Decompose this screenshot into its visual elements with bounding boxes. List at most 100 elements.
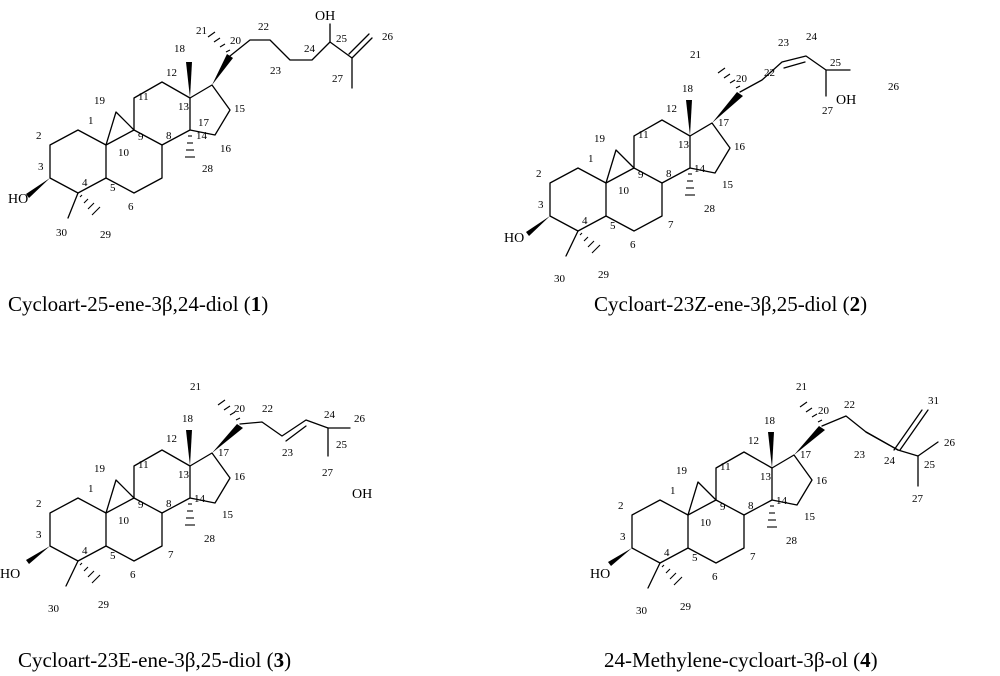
atom-labels: HO OH xyxy=(504,93,856,246)
svg-text:30: 30 xyxy=(48,603,60,615)
svg-text:10: 10 xyxy=(118,147,130,159)
svg-text:15: 15 xyxy=(804,511,816,523)
svg-text:28: 28 xyxy=(786,535,798,547)
svg-text:2: 2 xyxy=(618,500,624,512)
svg-text:27: 27 xyxy=(322,467,334,479)
carbon-numbers: 1 2 3 4 5 6 8 9 10 11 12 13 14 15 16 17 … xyxy=(36,21,394,241)
svg-text:23: 23 xyxy=(270,65,282,77)
svg-text:15: 15 xyxy=(234,103,246,115)
svg-text:10: 10 xyxy=(618,185,630,197)
svg-text:19: 19 xyxy=(94,463,106,475)
svg-text:24: 24 xyxy=(806,31,818,43)
svg-text:16: 16 xyxy=(220,143,232,155)
stereo-bonds xyxy=(526,67,743,254)
svg-text:4: 4 xyxy=(82,545,88,557)
structure-panel-3: HO OH 1 2 3 4 5 6 7 8 9 10 11 12 13 14 1… xyxy=(0,338,500,676)
svg-text:11: 11 xyxy=(138,91,149,103)
structure-1-drawing: HO OH 1 2 3 4 5 6 8 9 10 11 12 13 14 15 … xyxy=(8,9,394,241)
svg-text:25: 25 xyxy=(830,57,842,69)
hydroxyl-label: HO xyxy=(504,231,524,246)
svg-text:11: 11 xyxy=(720,461,731,473)
svg-text:26: 26 xyxy=(354,413,366,425)
svg-text:17: 17 xyxy=(718,117,730,129)
svg-text:2: 2 xyxy=(536,168,542,180)
svg-text:2: 2 xyxy=(36,130,42,142)
svg-text:23: 23 xyxy=(778,37,790,49)
svg-text:28: 28 xyxy=(204,533,216,545)
svg-text:2: 2 xyxy=(36,498,42,510)
svg-text:24: 24 xyxy=(304,43,316,55)
svg-text:11: 11 xyxy=(638,129,649,141)
svg-text:18: 18 xyxy=(764,415,776,427)
svg-text:20: 20 xyxy=(230,35,242,47)
svg-text:19: 19 xyxy=(94,95,106,107)
skeleton-bonds xyxy=(49,419,351,587)
skeleton-bonds xyxy=(631,409,939,589)
svg-text:7: 7 xyxy=(750,551,756,563)
svg-text:26: 26 xyxy=(888,81,900,93)
svg-text:22: 22 xyxy=(262,403,273,415)
svg-text:13: 13 xyxy=(178,101,190,113)
svg-text:9: 9 xyxy=(638,169,644,181)
svg-text:20: 20 xyxy=(234,403,246,415)
svg-text:3: 3 xyxy=(538,199,544,211)
svg-text:18: 18 xyxy=(682,83,694,95)
svg-text:12: 12 xyxy=(166,433,177,445)
skeleton-bonds xyxy=(49,23,373,219)
svg-text:29: 29 xyxy=(680,601,692,613)
svg-text:26: 26 xyxy=(382,31,394,43)
svg-text:8: 8 xyxy=(166,130,172,142)
svg-text:20: 20 xyxy=(736,73,748,85)
structure-4-drawing: HO 1 2 3 4 5 6 7 8 9 10 11 12 13 14 15 1… xyxy=(590,381,956,617)
svg-text:7: 7 xyxy=(668,219,674,231)
svg-text:17: 17 xyxy=(198,117,210,129)
svg-text:22: 22 xyxy=(844,399,855,411)
svg-text:6: 6 xyxy=(128,201,134,213)
hydroxyl-label: HO xyxy=(8,192,28,207)
svg-text:17: 17 xyxy=(218,447,230,459)
structure-panel-2: HO OH 1 2 3 4 5 6 7 8 9 10 11 12 13 14 1… xyxy=(500,0,1000,330)
svg-text:12: 12 xyxy=(666,103,677,115)
hydroxyl-label: HO xyxy=(590,567,610,582)
svg-text:17: 17 xyxy=(800,449,812,461)
svg-text:27: 27 xyxy=(822,105,834,117)
atom-labels: HO OH xyxy=(0,487,372,582)
svg-text:9: 9 xyxy=(138,131,144,143)
stereo-bonds xyxy=(608,401,825,586)
compound-caption: 24-Methylene-cycloart-3β-ol (4) xyxy=(604,648,878,672)
svg-text:24: 24 xyxy=(324,409,336,421)
wedge-3-oh xyxy=(26,178,50,198)
svg-text:21: 21 xyxy=(796,381,807,393)
svg-text:16: 16 xyxy=(234,471,246,483)
carbon-numbers: 1 2 3 4 5 6 7 8 9 10 11 12 13 14 15 16 1… xyxy=(536,31,900,285)
svg-text:1: 1 xyxy=(670,485,676,497)
svg-text:4: 4 xyxy=(582,215,588,227)
svg-text:31: 31 xyxy=(928,395,939,407)
svg-text:30: 30 xyxy=(554,273,566,285)
svg-text:4: 4 xyxy=(664,547,670,559)
compound-caption: Cycloart-23Z-ene-3β,25-diol (2) xyxy=(594,292,868,316)
atom-labels: HO xyxy=(590,567,610,582)
svg-text:25: 25 xyxy=(336,33,348,45)
svg-text:3: 3 xyxy=(38,161,44,173)
svg-text:5: 5 xyxy=(610,220,616,232)
stereo-bonds xyxy=(26,31,233,216)
svg-text:15: 15 xyxy=(722,179,734,191)
structure-panel-4: HO 1 2 3 4 5 6 7 8 9 10 11 12 13 14 15 1… xyxy=(500,338,1000,676)
svg-text:14: 14 xyxy=(196,130,208,142)
carbon-numbers: 1 2 3 4 5 6 7 8 9 10 11 12 13 14 15 16 1… xyxy=(618,381,956,617)
stereo-bonds xyxy=(26,399,243,584)
svg-text:6: 6 xyxy=(712,571,718,583)
svg-text:21: 21 xyxy=(690,49,701,61)
svg-text:5: 5 xyxy=(692,552,698,564)
structure-panel-1: HO OH 1 2 3 4 5 6 8 9 10 11 12 13 14 15 … xyxy=(0,0,500,330)
svg-text:4: 4 xyxy=(82,177,88,189)
structure-3-drawing: HO OH 1 2 3 4 5 6 7 8 9 10 11 12 13 14 1… xyxy=(0,381,372,615)
svg-text:28: 28 xyxy=(202,163,214,175)
svg-text:19: 19 xyxy=(594,133,606,145)
svg-text:21: 21 xyxy=(196,25,207,37)
svg-text:21: 21 xyxy=(190,381,201,393)
hash-28 xyxy=(185,135,195,158)
svg-text:5: 5 xyxy=(110,182,116,194)
svg-text:8: 8 xyxy=(166,498,172,510)
